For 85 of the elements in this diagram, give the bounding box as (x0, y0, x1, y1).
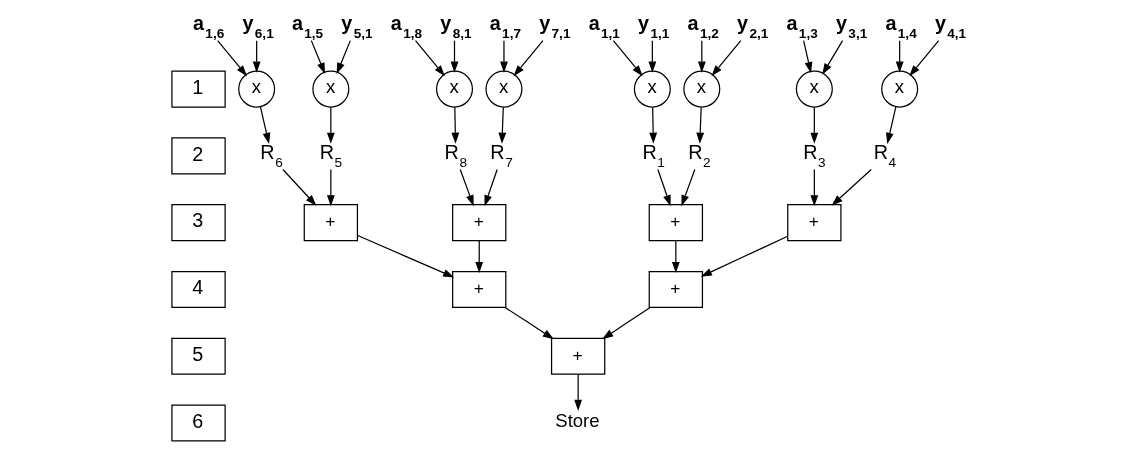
node-text: R$_{6}$ (259, 141, 283, 170)
node-text: y$_{6,1}$ (241, 12, 274, 41)
arrow (802, 40, 812, 74)
node-box: + (786, 204, 842, 242)
arrow (356, 234, 454, 278)
arrow (710, 40, 741, 77)
arrow (601, 306, 651, 340)
node-circle: x (633, 70, 671, 108)
arrow (310, 40, 325, 74)
arrow (809, 106, 818, 144)
node-text: R$_{5}$ (319, 141, 342, 170)
arrow (259, 106, 270, 145)
arrow (281, 168, 316, 206)
arrow (336, 40, 351, 74)
node-text: a$_{1,4}$ (884, 12, 917, 41)
node-text: R$_{2}$ (687, 141, 711, 170)
arrow (895, 40, 904, 73)
arrow (450, 106, 459, 144)
arrow (656, 168, 671, 207)
node-text: Store (554, 410, 600, 432)
node-box: 2 (170, 137, 226, 175)
arrow (809, 168, 818, 207)
arrow (697, 40, 706, 73)
node-text: a$_{1,1}$ (588, 12, 620, 41)
arrow (414, 40, 445, 77)
node-circle: x (880, 70, 918, 108)
arrow (504, 306, 554, 340)
arrow (680, 168, 695, 207)
arrow (700, 235, 788, 277)
node-text: y$_{5,1}$ (340, 12, 373, 41)
arrow (513, 40, 544, 77)
node-box: 5 (170, 337, 226, 375)
node-text: a$_{1,5}$ (291, 12, 323, 41)
node-circle: x (795, 70, 833, 108)
node-text: R$_{1}$ (641, 141, 665, 170)
arrow (252, 40, 261, 73)
node-circle: x (682, 70, 720, 108)
arrow (885, 106, 896, 145)
arrow (216, 40, 247, 77)
node-box: 3 (170, 204, 226, 242)
node-box: 6 (170, 404, 226, 442)
arrow (612, 40, 643, 77)
node-box: + (303, 204, 358, 242)
arrow (483, 168, 498, 207)
node-text: y$_{8,1}$ (439, 12, 472, 41)
node-text: a$_{1,3}$ (786, 12, 818, 41)
node-box: + (451, 270, 506, 308)
arrow (450, 40, 458, 73)
arrow (908, 40, 939, 77)
arrow (695, 106, 704, 144)
node-text: y$_{3,1}$ (835, 12, 867, 41)
node-text: a$_{1,8}$ (390, 12, 422, 41)
node-circle: x (484, 70, 522, 108)
node-box: 4 (170, 270, 226, 308)
arrow (326, 168, 335, 207)
node-circle: x (311, 70, 349, 108)
node-text: y$_{1,1}$ (637, 12, 669, 41)
arrow (831, 168, 872, 206)
node-text: y$_{2,1}$ (736, 12, 768, 41)
node-text: R$_{4}$ (873, 141, 896, 170)
node-box: + (648, 270, 703, 308)
node-text: a$_{1,6}$ (192, 12, 224, 41)
node-text: R$_{8}$ (444, 141, 467, 170)
node-box: + (550, 337, 605, 375)
arrow (648, 106, 657, 144)
arrow (326, 106, 335, 144)
node-text: R$_{7}$ (489, 141, 513, 170)
node-text: y$_{4,1}$ (934, 12, 966, 41)
node-circle: x (435, 70, 473, 108)
node-box: + (451, 204, 506, 242)
node-box: 1 (170, 70, 226, 108)
node-circle: x (237, 70, 275, 108)
arrow (497, 106, 506, 144)
node-box: + (648, 204, 703, 242)
node-text: a$_{1,2}$ (687, 12, 719, 41)
arrow (474, 240, 483, 274)
node-text: y$_{7,1}$ (538, 12, 570, 41)
node-text: R$_{3}$ (802, 141, 826, 170)
arrow (647, 40, 656, 73)
arrow (459, 168, 474, 207)
arrow (573, 373, 582, 411)
arrow (499, 40, 508, 73)
arrow (671, 240, 680, 274)
node-text: a$_{1,7}$ (489, 12, 521, 41)
arrow (821, 40, 843, 75)
